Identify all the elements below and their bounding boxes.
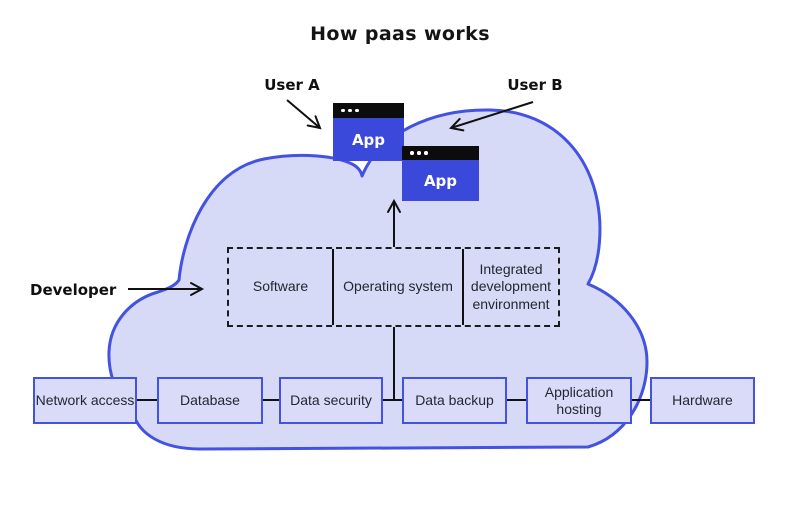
window-titlebar (333, 103, 404, 118)
platform-cell-ide: Integrated development environment (470, 260, 552, 312)
window-dot-icon (355, 108, 359, 113)
platform-cell-operating-system: Operating system (332, 249, 464, 325)
window-dot-icon (341, 108, 345, 113)
user-a-label: User A (264, 76, 320, 94)
window-titlebar (402, 146, 479, 160)
window-dot-icon (417, 151, 421, 155)
window-dot-icon (424, 151, 428, 155)
developer-label: Developer (30, 281, 117, 299)
app-window-1: App (333, 103, 404, 161)
cloud-shape (107, 108, 649, 451)
app-window-label: App (333, 118, 404, 161)
service-box-hardware: Hardware (650, 377, 755, 424)
app-window-label: App (402, 160, 479, 201)
window-dot-icon (348, 108, 352, 113)
platform-cell-software: Software (252, 278, 309, 295)
window-dot-icon (410, 151, 414, 155)
service-box-data-backup: Data backup (402, 377, 507, 424)
user-a-arrow (286, 99, 322, 130)
page-title: How paas works (310, 23, 490, 45)
service-box-application-hosting: Application hosting (526, 377, 632, 424)
service-box-data-security: Data security (279, 377, 383, 424)
user-b-label: User B (507, 76, 563, 94)
service-box-network-access: Network access (33, 377, 137, 424)
platform-layer-box: Software Operating system Integrated dev… (227, 247, 560, 327)
service-box-database: Database (157, 377, 263, 424)
user-b-arrow (449, 101, 534, 132)
app-window-2: App (402, 146, 479, 201)
